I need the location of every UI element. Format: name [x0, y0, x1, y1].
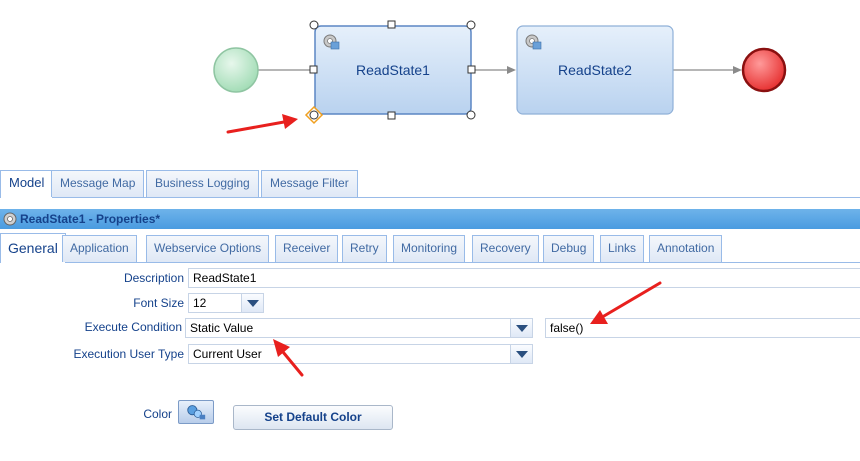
font-size-value: 12	[193, 296, 207, 310]
color-label: Color	[143, 407, 172, 421]
gear-icon	[525, 34, 542, 50]
tab-annotation[interactable]: Annotation	[649, 235, 723, 262]
tab-application[interactable]: Application	[62, 235, 137, 262]
tab-message-filter[interactable]: Message Filter	[261, 170, 358, 197]
tab-monitoring[interactable]: Monitoring	[393, 235, 466, 262]
properties-tab-bar: General Application Webservice Options R…	[0, 233, 860, 263]
process-diagram-canvas[interactable]: ReadState1 ReadState2	[0, 0, 860, 165]
execute-condition-value: Static Value	[190, 321, 254, 335]
tab-message-map[interactable]: Message Map	[51, 170, 145, 197]
gear-icon	[323, 34, 340, 50]
chevron-down-icon[interactable]	[510, 319, 532, 337]
tab-model[interactable]: Model	[0, 170, 54, 198]
end-event[interactable]	[741, 47, 787, 93]
palette-icon	[187, 405, 206, 420]
tab-general[interactable]: General	[0, 233, 66, 263]
tab-business-logging[interactable]: Business Logging	[146, 170, 259, 197]
task-label-readstate1: ReadState1	[356, 62, 430, 78]
start-event[interactable]	[213, 47, 259, 93]
task-readstate1[interactable]: ReadState1	[304, 20, 476, 125]
tab-links[interactable]: Links	[600, 235, 645, 262]
model-tab-bar: Model Message Map Business Logging Messa…	[0, 170, 860, 198]
color-picker-button[interactable]	[178, 400, 214, 424]
properties-panel-header: ReadState1 - Properties*	[0, 209, 860, 229]
chevron-down-icon[interactable]	[510, 345, 532, 363]
task-readstate2[interactable]: ReadState2	[516, 25, 674, 115]
font-size-select[interactable]: 12	[188, 293, 264, 313]
tab-webservice-options[interactable]: Webservice Options	[146, 235, 270, 262]
chevron-down-icon[interactable]	[241, 294, 263, 312]
execution-user-type-label: Execution User Type	[73, 347, 184, 361]
execute-condition-expression-input[interactable]: false()	[545, 318, 860, 338]
execute-condition-label: Execute Condition	[84, 320, 182, 334]
sequence-flows	[258, 66, 742, 74]
execution-user-type-select[interactable]: Current User	[188, 344, 533, 364]
task-label-readstate2: ReadState2	[558, 62, 632, 78]
tab-retry[interactable]: Retry	[342, 235, 387, 262]
selection-handles[interactable]	[309, 20, 476, 120]
description-input[interactable]: ReadState1	[188, 268, 860, 288]
tab-receiver[interactable]: Receiver	[275, 235, 339, 262]
font-size-label: Font Size	[133, 296, 184, 310]
execution-user-type-value: Current User	[193, 347, 262, 361]
set-default-color-button[interactable]: Set Default Color	[233, 405, 393, 430]
properties-title: ReadState1 - Properties*	[20, 212, 161, 226]
gear-icon	[3, 212, 17, 226]
execute-condition-select[interactable]: Static Value	[185, 318, 533, 338]
description-label: Description	[123, 271, 184, 285]
tab-debug[interactable]: Debug	[543, 235, 595, 262]
tab-recovery[interactable]: Recovery	[472, 235, 539, 262]
connection-handle[interactable]	[304, 105, 324, 125]
